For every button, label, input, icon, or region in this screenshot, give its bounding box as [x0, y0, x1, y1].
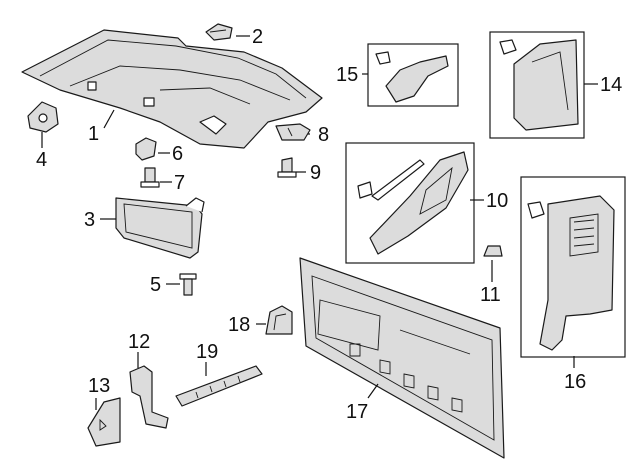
callout-1: 1	[88, 123, 99, 145]
callout-18: 18	[228, 314, 250, 336]
callout-14: 14	[600, 74, 622, 96]
callout-6: 6	[172, 143, 183, 165]
cap-part-6	[135, 137, 157, 161]
part-14-box	[489, 31, 585, 139]
callout-12: 12	[128, 331, 150, 353]
sun-visor-part	[115, 197, 205, 259]
back-panel-part	[299, 257, 505, 459]
callout-9: 9	[310, 162, 321, 184]
callout-7: 7	[174, 172, 185, 194]
headliner-part	[21, 29, 323, 149]
part-15-box	[367, 43, 459, 107]
callout-19: 19	[196, 341, 218, 363]
callout-16: 16	[564, 371, 586, 393]
callout-3: 3	[84, 209, 95, 231]
bracket-part-4	[27, 101, 59, 133]
callout-10: 10	[486, 190, 508, 212]
screw-part-5	[179, 273, 197, 296]
callout-2: 2	[252, 26, 263, 48]
trim-part-13	[87, 397, 121, 447]
pushpin-part-9	[277, 157, 297, 178]
callout-labels: 1 2 3 4 5 6 7 8 9 10 11 12 13 14 15 16 1…	[36, 26, 622, 423]
callout-17: 17	[346, 401, 368, 423]
part-16-box	[520, 176, 626, 358]
bracket-part-12	[129, 365, 169, 429]
callout-4: 4	[36, 149, 47, 171]
callout-15: 15	[336, 64, 358, 86]
bracket-part-18	[265, 305, 293, 335]
strip-part-19	[175, 365, 263, 407]
screw-part-7	[140, 167, 160, 188]
part-10-box	[345, 142, 475, 264]
callout-5: 5	[150, 274, 161, 296]
callout-11: 11	[480, 284, 501, 306]
clip-part-8	[275, 123, 311, 141]
clip-part-2	[205, 23, 233, 41]
callout-13: 13	[88, 375, 110, 397]
cap-part-11	[483, 245, 503, 257]
callout-8: 8	[318, 124, 329, 146]
leader-lines	[41, 35, 598, 410]
